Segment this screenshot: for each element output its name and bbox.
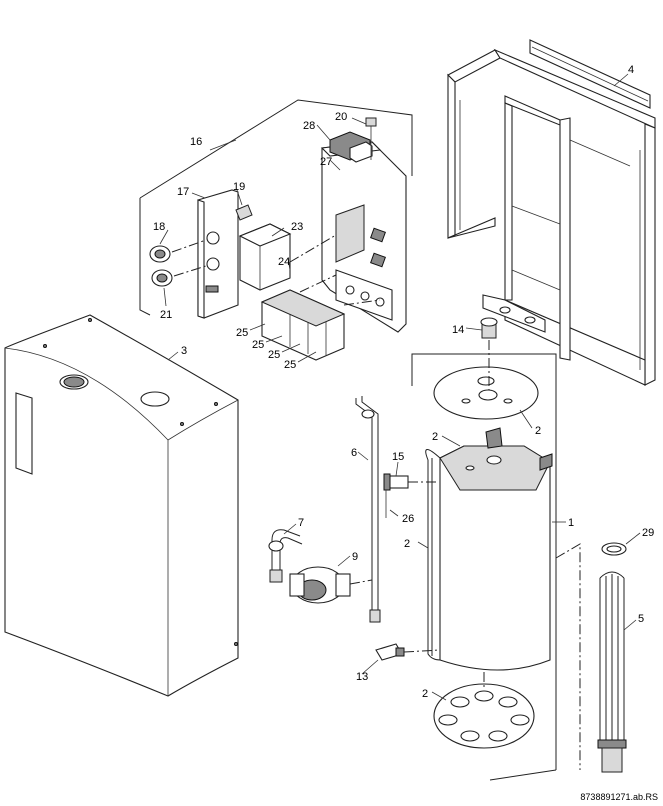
callout-2-c: 2 [404,538,410,550]
callout-1: 1 [568,517,574,529]
group-bracket-16 [139,198,151,316]
callout-27: 27 [320,156,332,168]
callout-28: 28 [303,120,315,132]
callout-2-b: 2 [535,425,541,437]
callout-2-d: 2 [422,688,428,700]
drain-valve [375,643,441,661]
contactor-group [260,289,346,361]
temperature-sensor [383,473,436,518]
callout-29: 29 [642,527,654,539]
callout-25-c: 25 [268,349,280,361]
callout-25-b: 25 [252,339,264,351]
riser-pipe [355,396,381,623]
front-casing [4,314,239,697]
callout-17: 17 [177,186,189,198]
callout-23: 23 [291,221,303,233]
mounting-frame [447,39,656,386]
callout-20: 20 [335,111,347,123]
pipe-elbow [268,529,303,583]
knob-lower [151,265,207,287]
callout-16: 16 [190,136,202,148]
callout-25-d: 25 [284,359,296,371]
front-panel [197,189,239,319]
circulation-pump [289,566,373,604]
callout-6: 6 [351,447,357,459]
screw [365,117,377,160]
control-board [320,141,407,333]
air-vent [480,317,498,390]
callout-24: 24 [278,256,290,268]
callout-19: 19 [233,181,245,193]
callout-5: 5 [638,613,644,625]
callout-labels: 4 16 20 28 27 17 19 18 23 24 21 25 25 25… [153,64,654,700]
heating-element [597,571,627,773]
callout-15: 15 [392,451,404,463]
callout-3: 3 [181,345,187,357]
clip [235,204,253,221]
callout-21: 21 [160,309,172,321]
top-lid [433,366,539,420]
callout-26: 26 [402,513,414,525]
document-code: 8738891271.ab.RS [580,792,658,802]
callout-25-a: 25 [236,327,248,339]
transformer [238,223,292,291]
callout-2-a: 2 [432,431,438,443]
callout-4: 4 [628,64,634,76]
relay-block [329,131,373,163]
leader-lines [159,73,641,701]
bypass-pipe [425,449,441,661]
gasket-ring [601,542,627,556]
callout-18: 18 [153,221,165,233]
callout-14: 14 [452,324,464,336]
bottom-plate [433,683,535,749]
heater-group-line [555,543,581,770]
callout-13: 13 [356,671,368,683]
knob-upper [149,239,207,263]
callout-9: 9 [352,551,358,563]
tank [439,427,553,671]
callout-7: 7 [298,517,304,529]
